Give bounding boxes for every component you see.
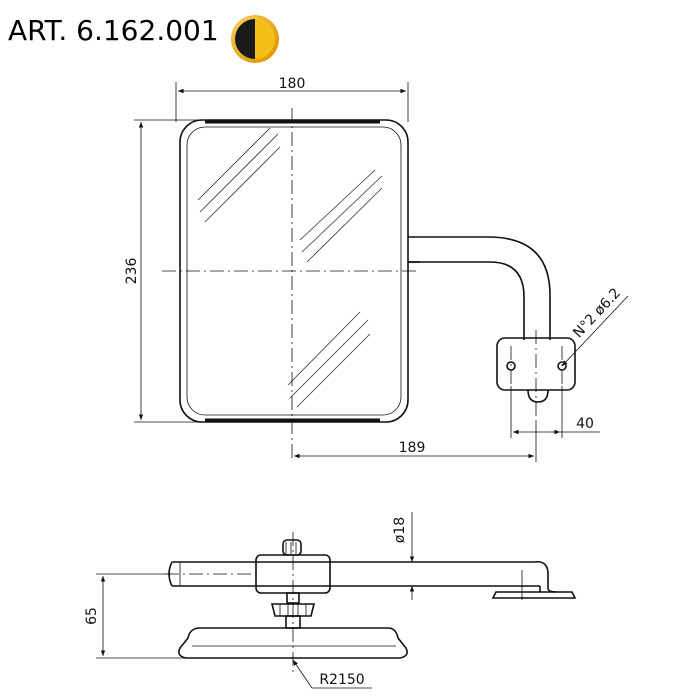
mirror-head-profile (178, 627, 408, 659)
logo-light-half (255, 19, 275, 59)
dim-reach-label: 189 (399, 440, 426, 456)
dim-depth-label: 65 (84, 607, 100, 625)
mounting-bracket (496, 330, 576, 420)
dim-holes-label: N°2 ø6.2 (570, 285, 624, 341)
clamp-top-knob (282, 539, 302, 556)
dim-tube-label: ø18 (392, 517, 408, 543)
glass-reflection-lines (197, 127, 383, 408)
ball-joint-nut (270, 603, 316, 617)
side-view: ø18 65 R2150 (84, 512, 577, 689)
logo-dark-half (235, 19, 255, 59)
brand-logo-icon (231, 15, 279, 63)
front-view: 180 236 189 40 N°2 ø6.2 (124, 76, 629, 462)
dim-height-label: 236 (124, 258, 140, 285)
article-title: ART. 6.162.001 (8, 14, 219, 47)
dim-width-label: 180 (279, 76, 306, 92)
mirror-arm (408, 236, 551, 340)
side-bracket-plate (491, 591, 577, 599)
dim-radius-label: R2150 (319, 672, 364, 688)
dim-line-holes (561, 295, 629, 367)
dim-bracket-label: 40 (576, 416, 594, 432)
